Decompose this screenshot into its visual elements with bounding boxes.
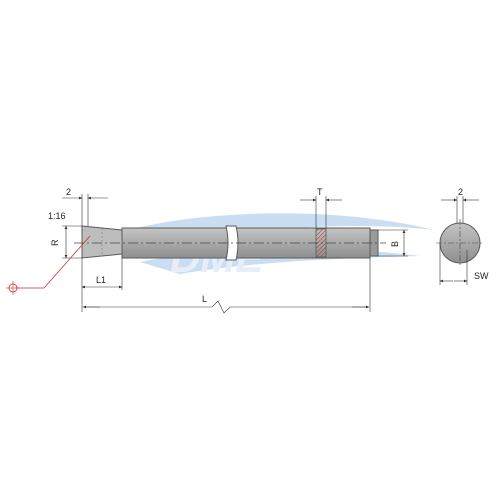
dim-b: B — [378, 229, 408, 257]
pin-side-view — [74, 225, 386, 261]
radius-label: R — [50, 239, 60, 246]
dim-2-end: 2 — [441, 187, 479, 223]
dim-l1: L1 — [81, 258, 123, 312]
dim-head-length: 2 — [62, 187, 108, 226]
t-label: T — [317, 187, 323, 197]
pin-end-view — [436, 219, 484, 285]
dim-radius: R — [50, 225, 82, 259]
b-label: B — [390, 241, 400, 247]
datum-leader — [6, 235, 91, 295]
dim-2-left-label: 2 — [66, 187, 71, 197]
dim-2-right-label: 2 — [458, 187, 463, 197]
l1-label: L1 — [96, 275, 106, 285]
l-label: L — [202, 294, 207, 304]
dim-sw: SW — [439, 271, 489, 283]
dim-t: T — [300, 187, 342, 229]
taper-label: 1:16 — [48, 211, 66, 221]
sw-label: SW — [474, 271, 489, 281]
dim-l: L — [82, 258, 371, 314]
